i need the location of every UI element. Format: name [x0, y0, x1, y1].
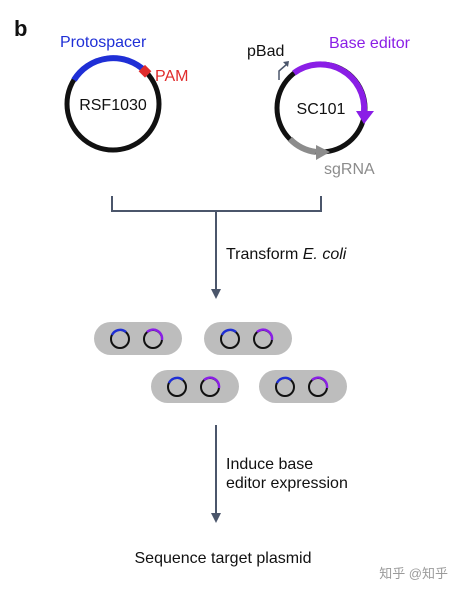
cell-body [204, 322, 292, 355]
panel-label: b [14, 16, 27, 41]
plasmid-rsf1030-name: RSF1030 [79, 97, 147, 114]
transform-arrowhead [211, 289, 221, 299]
cell-plasmid-editor-base-editor [256, 328, 274, 341]
base-editor-label: Base editor [329, 35, 411, 52]
pbad-promoter-arrowhead [283, 61, 289, 67]
pam-marker [138, 64, 152, 78]
induce-arrowhead [211, 513, 221, 523]
sgrna-label: sgRNA [324, 161, 375, 178]
cell-plasmid-editor-base-editor [146, 328, 164, 341]
cell-3 [151, 370, 239, 403]
cell-plasmid-target-protospacer [220, 328, 237, 336]
sgrna-arrowhead [316, 145, 330, 160]
cell-plasmid-target-protospacer [275, 376, 292, 384]
cell-plasmid-editor-base-editor [203, 376, 221, 389]
watermark: 知乎 @知乎 [379, 566, 448, 581]
base-editor-arrowhead [356, 111, 374, 124]
cell-body [94, 322, 182, 355]
combine-bracket [111, 196, 322, 212]
step-transform: Transform E. coli [226, 246, 347, 263]
cell-4 [259, 370, 347, 403]
cell-plasmid-target-protospacer [110, 328, 127, 336]
step-induce-line1: Induce base [226, 456, 313, 473]
protospacer-segment [71, 55, 148, 82]
plasmid-rsf1030: RSF1030 [64, 55, 162, 153]
final-step: Sequence target plasmid [135, 550, 312, 567]
pbad-promoter-arrow [278, 63, 288, 80]
step-transform-organism: E. coli [303, 246, 347, 263]
pam-label: PAM [155, 68, 188, 85]
plasmid-sc101: SC101 [274, 61, 374, 160]
cell-body [151, 370, 239, 403]
cell-plasmid-target-protospacer [167, 376, 184, 384]
step-induce-line2: editor expression [226, 475, 348, 492]
pbad-label: pBad [247, 43, 284, 60]
base-editor-segment [292, 61, 368, 113]
sgrna-segment [287, 136, 317, 155]
plasmid-sc101-name: SC101 [297, 101, 346, 118]
cell-2 [204, 322, 292, 355]
step-transform-prefix: Transform [226, 246, 303, 263]
cell-body [259, 370, 347, 403]
protospacer-label: Protospacer [60, 34, 147, 51]
cell-1 [94, 322, 182, 355]
cell-plasmid-editor-base-editor [311, 376, 329, 389]
